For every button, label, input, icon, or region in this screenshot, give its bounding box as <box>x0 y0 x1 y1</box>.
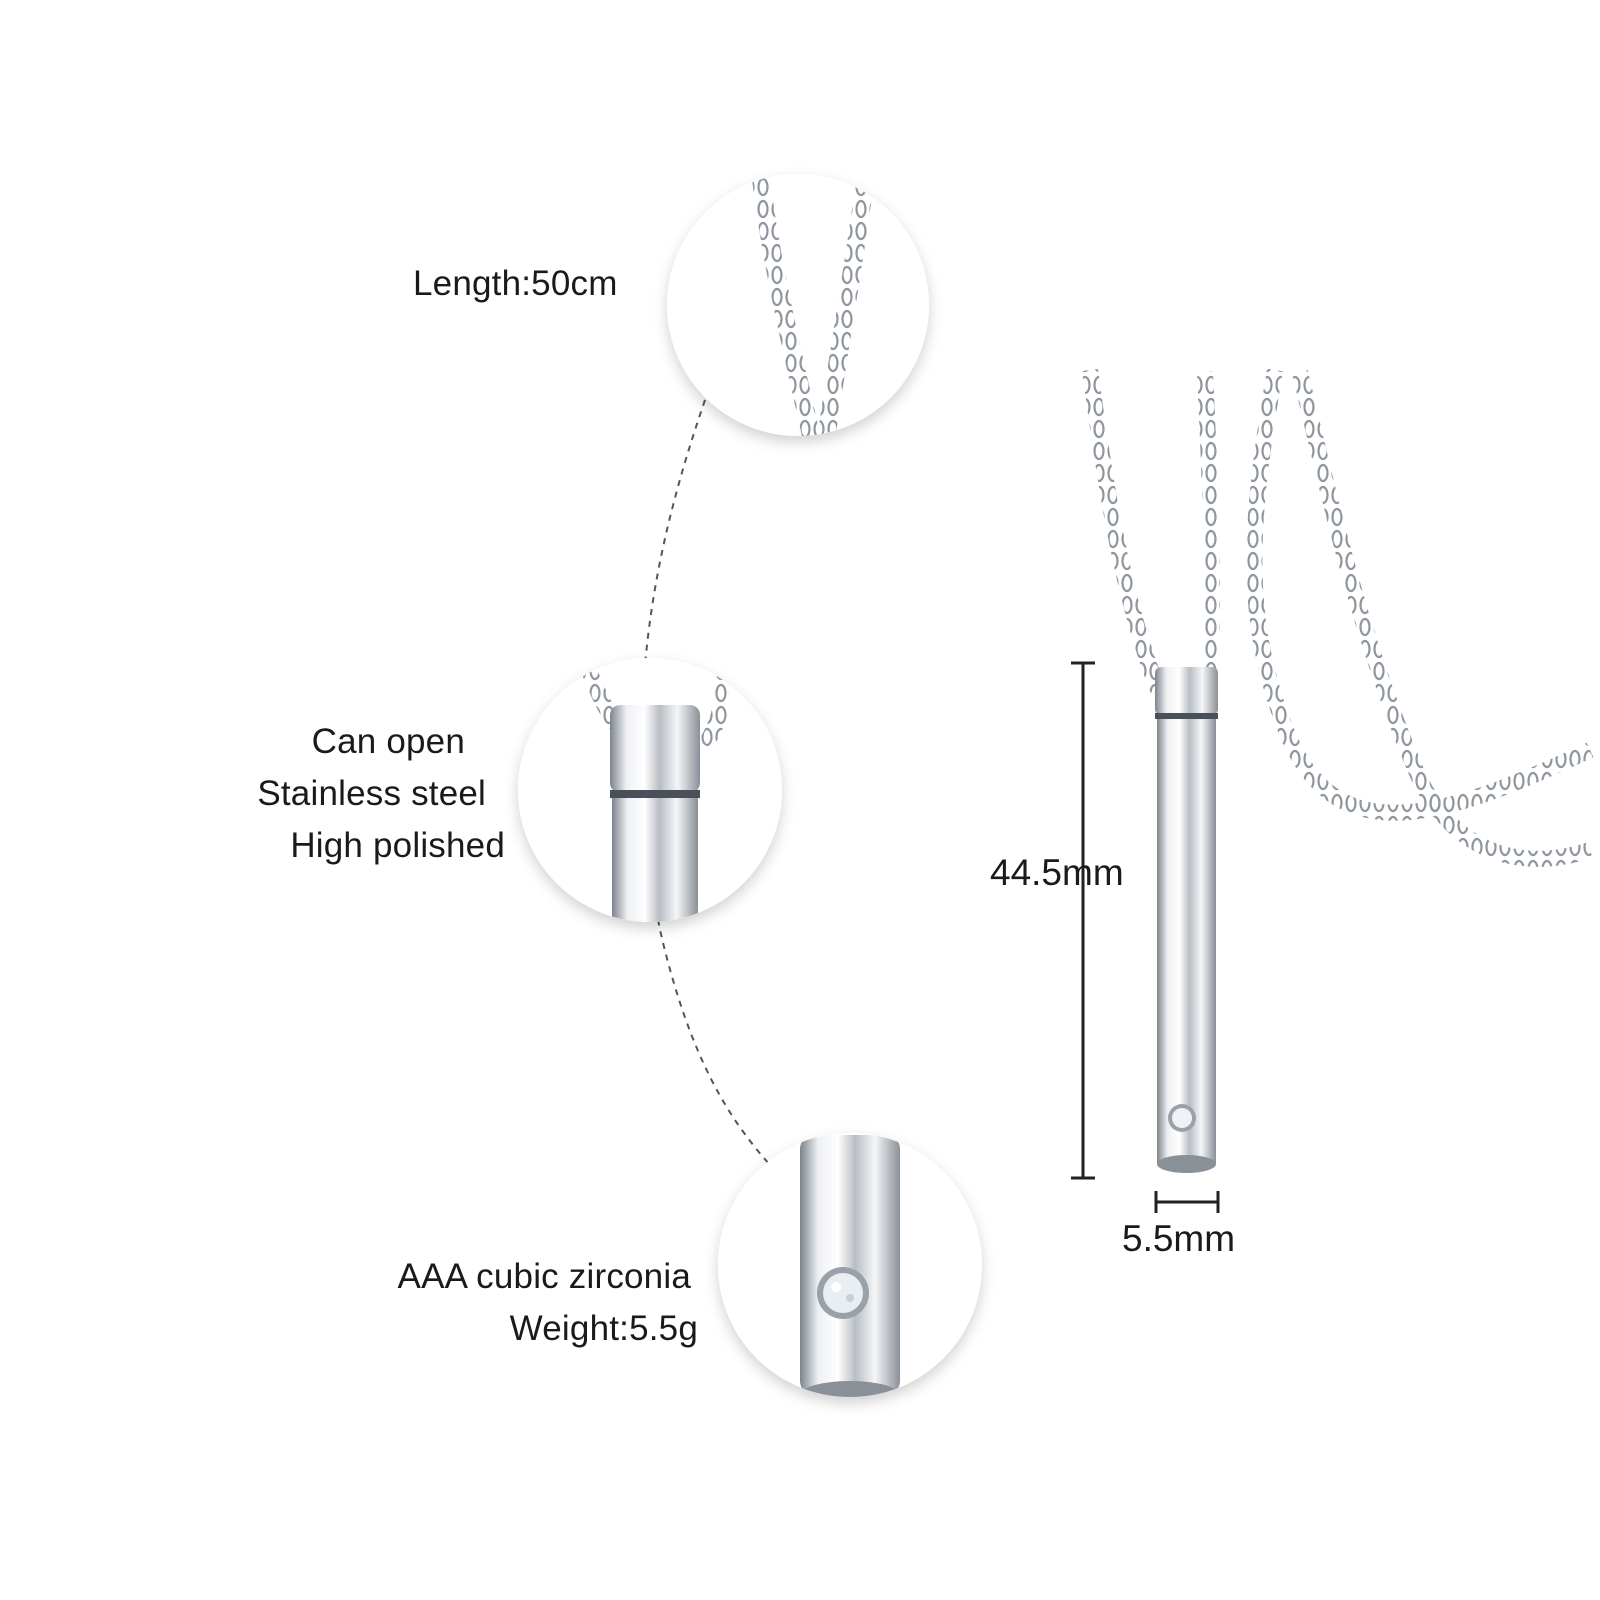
chain-detail-image <box>751 174 874 436</box>
main-pendant <box>1155 667 1218 1173</box>
weight-text: Weight:5.5g <box>509 1309 698 1348</box>
high-polished-text: High polished <box>290 826 505 865</box>
clasp-feature-label: Can open Stainless steel High polished <box>257 716 505 872</box>
width-dimension-line <box>1154 1191 1220 1213</box>
chain-feature-label: Length:50cm <box>413 258 618 310</box>
length-text: Length:50cm <box>413 264 618 303</box>
can-open-text: Can open <box>311 722 465 761</box>
zirconia-text: AAA cubic zirconia <box>397 1257 691 1296</box>
height-dimension-line <box>1071 661 1095 1180</box>
clasp-detail-image <box>577 658 730 922</box>
main-chain <box>1082 368 1594 867</box>
width-dimension-label: 5.5mm <box>1122 1218 1236 1259</box>
stainless-steel-text: Stainless steel <box>257 774 486 813</box>
stone-feature-label: AAA cubic zirconia Weight:5.5g <box>398 1251 698 1355</box>
height-dimension-label: 44.5mm <box>990 852 1124 893</box>
stone-detail-image <box>800 1135 900 1397</box>
